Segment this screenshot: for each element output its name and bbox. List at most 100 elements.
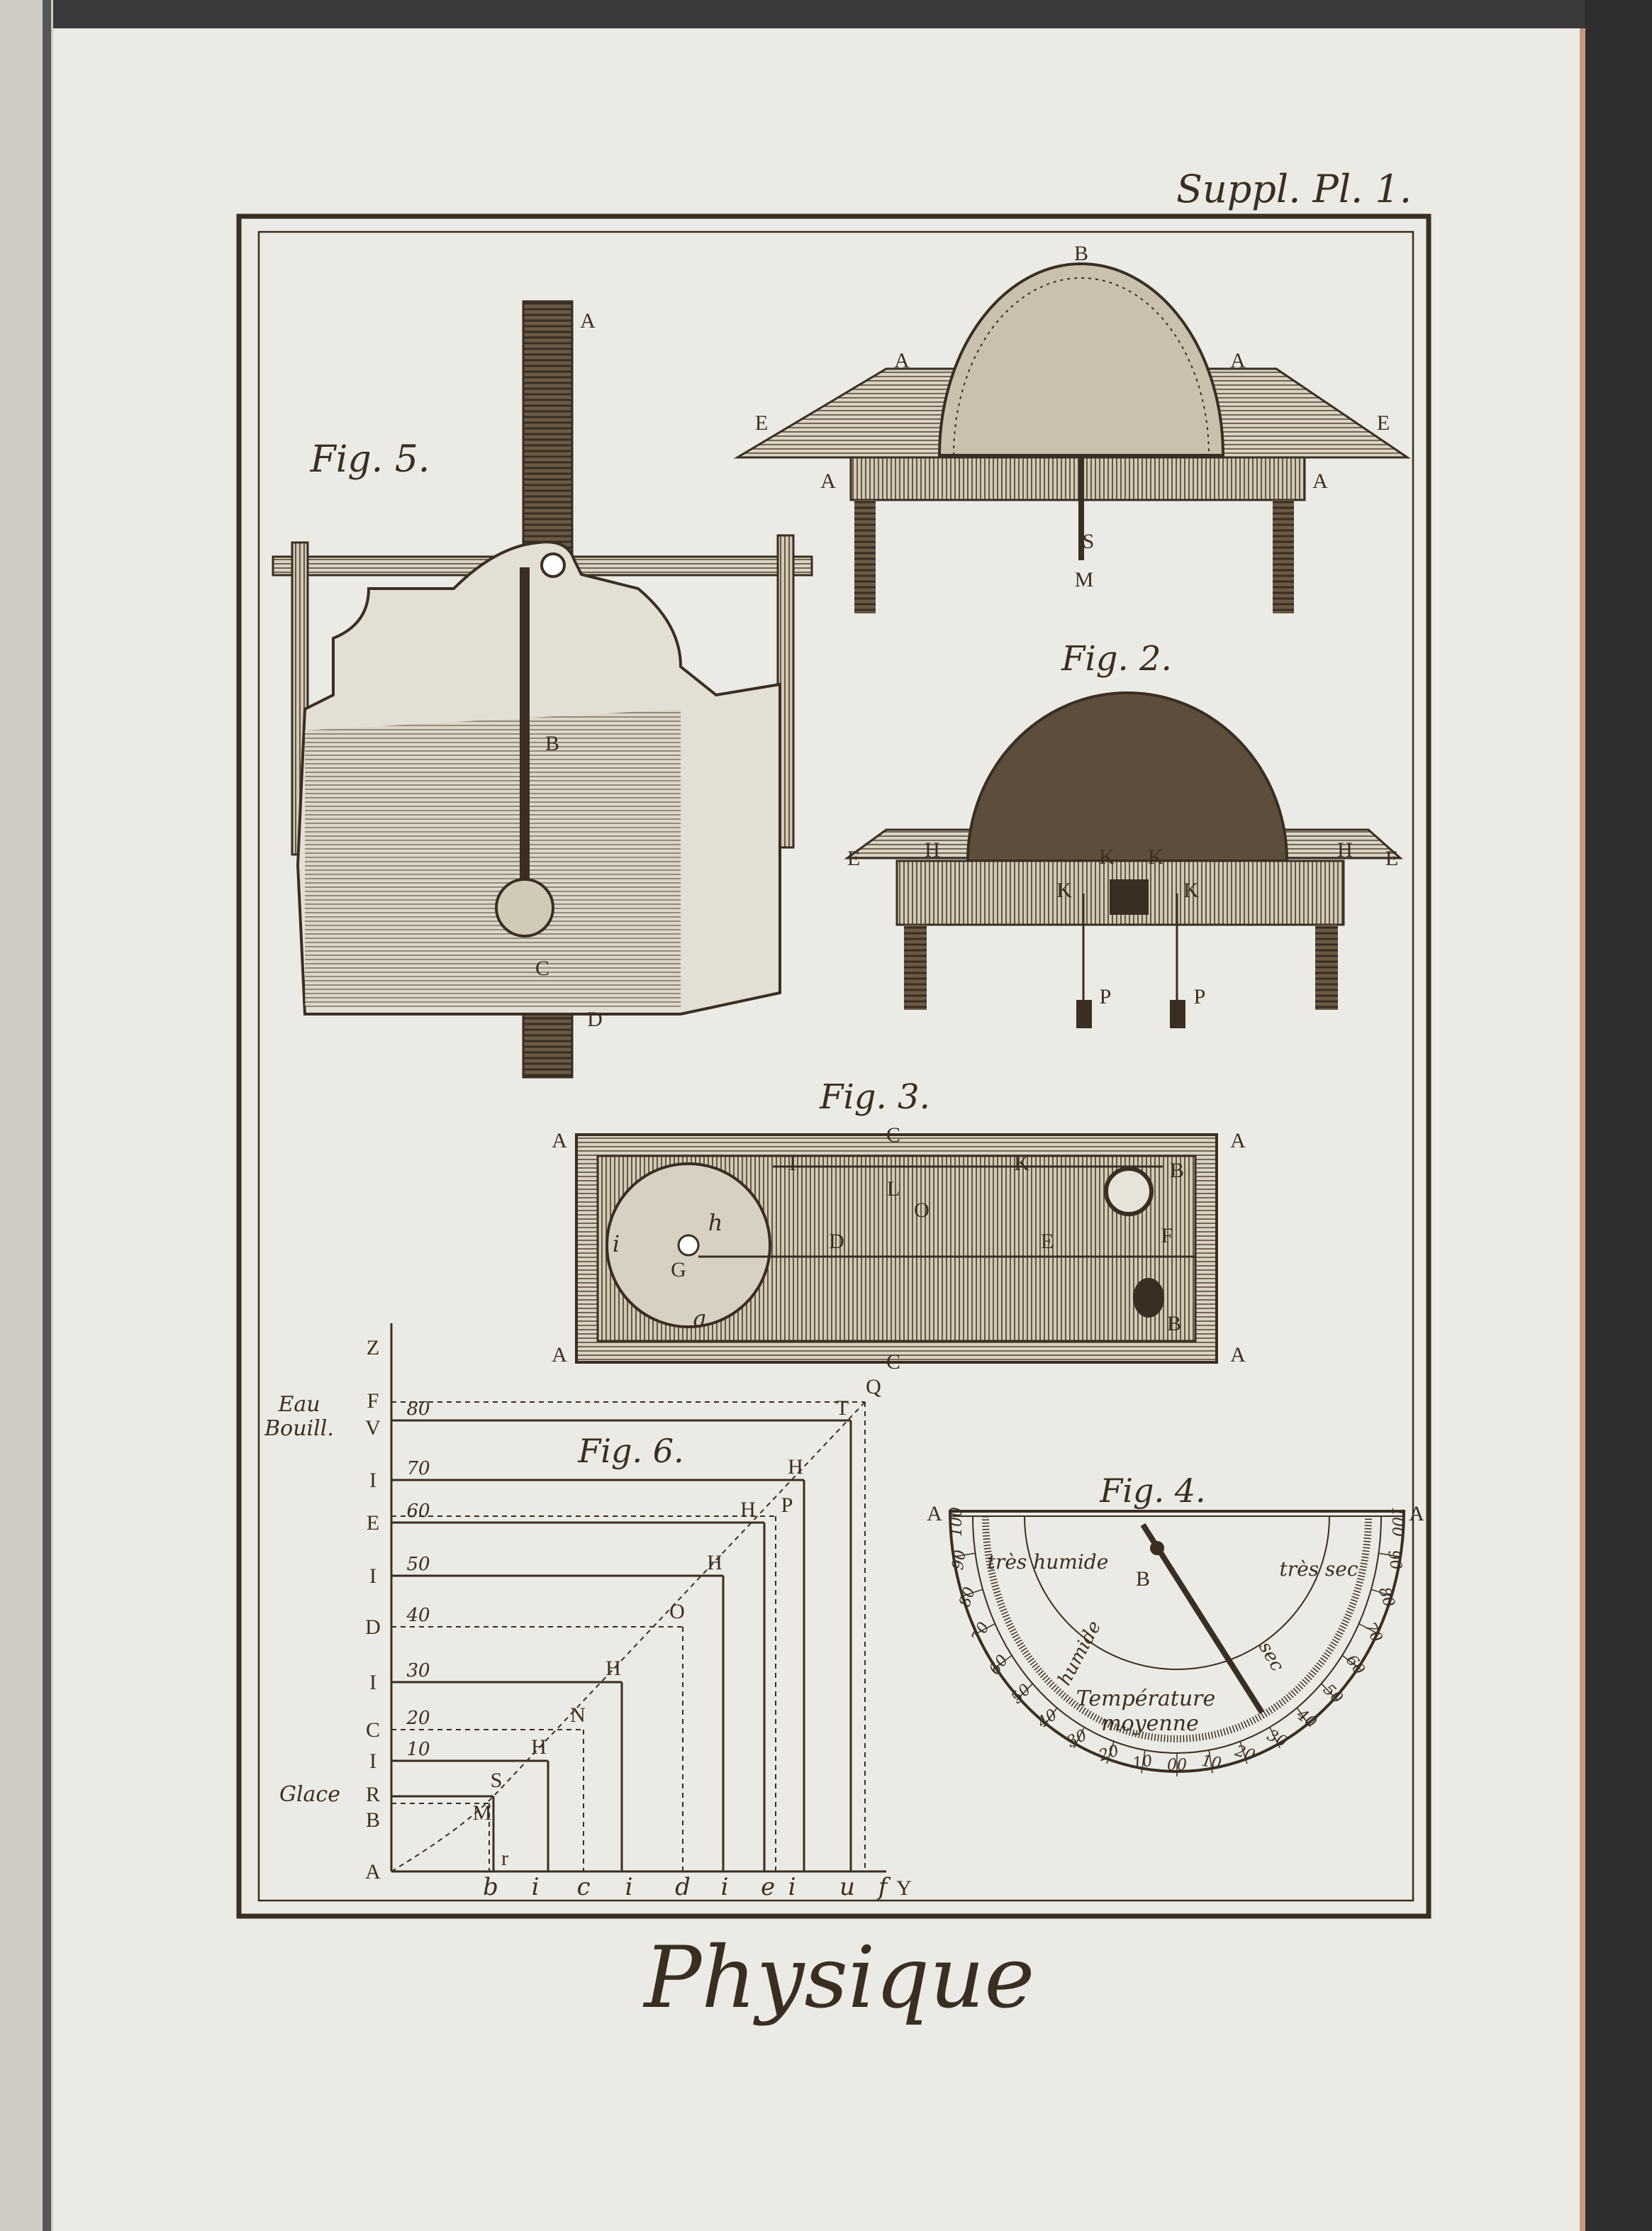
fig6-point-label: N bbox=[570, 1703, 586, 1727]
right-edge bbox=[1585, 0, 1652, 2231]
fig4-scale-tick bbox=[1106, 1741, 1115, 1764]
fig2-label-e: E bbox=[847, 847, 860, 870]
fig6-bottom-letter: b bbox=[483, 1873, 498, 1901]
fig6-degree: 50 bbox=[406, 1554, 430, 1575]
fig2-label-k: K bbox=[1148, 845, 1163, 869]
fig3-label-b: B bbox=[1170, 1159, 1184, 1182]
fig3-label-a: A bbox=[552, 1343, 567, 1367]
fig1-label-s: S bbox=[1083, 530, 1095, 553]
fig6-axis-letter: B bbox=[366, 1808, 380, 1832]
fig2-label-p: P bbox=[1194, 985, 1206, 1008]
fig3-label-d: D bbox=[829, 1230, 844, 1253]
fig6-point-label: M bbox=[473, 1801, 492, 1825]
fig6-bottom-letter: c bbox=[576, 1873, 590, 1901]
fig5-label-a: A bbox=[580, 309, 596, 333]
fig6-degree: 20 bbox=[406, 1708, 430, 1729]
fig6-axis-letter: R bbox=[366, 1783, 380, 1806]
fig3-label-a-lower: a bbox=[693, 1305, 706, 1332]
fig4-scale-tick bbox=[1321, 1683, 1338, 1701]
fig4-label-b: B bbox=[1136, 1567, 1150, 1591]
fig2-dome-apparatus: Fig. 2. E H K K K K H E P P bbox=[844, 639, 1403, 1028]
fig3-label-c: C bbox=[886, 1350, 900, 1374]
fig4-scale-tick bbox=[1073, 1727, 1085, 1749]
fig4-hygrometer-dial: Fig. 4. A A B très humide très sec humid… bbox=[927, 1471, 1424, 1776]
fig3-label-i-lower: i bbox=[613, 1230, 620, 1257]
fig4-caption: Fig. 4. bbox=[1099, 1471, 1205, 1510]
fig6-label-bouill: Bouill. bbox=[264, 1416, 334, 1441]
fig6-degree: 60 bbox=[406, 1501, 430, 1522]
fig4-scale-tick bbox=[1371, 1589, 1393, 1598]
fig6-label-glace: Glace bbox=[279, 1782, 340, 1807]
fig1-label-m: M bbox=[1075, 568, 1094, 591]
fig6-degree: 70 bbox=[406, 1458, 430, 1479]
fig6-bottom-letter: d bbox=[675, 1873, 691, 1901]
fig4-scale-tick bbox=[1296, 1707, 1311, 1728]
fig4-label-temperature: Température bbox=[1076, 1686, 1216, 1711]
gutter-line bbox=[43, 0, 51, 2231]
fig6-bottom-letter: u bbox=[839, 1873, 855, 1901]
fig3-label-a: A bbox=[552, 1129, 567, 1152]
fig3-label-a: A bbox=[1230, 1343, 1246, 1367]
fig6-caption: Fig. 6. bbox=[577, 1432, 683, 1470]
fig1-label-a: A bbox=[820, 469, 836, 493]
fig3-label-o: O bbox=[914, 1198, 930, 1222]
fig3-label-l: L bbox=[887, 1177, 900, 1201]
fig6-axis-letter: E bbox=[367, 1511, 379, 1535]
fig2-caption: Fig. 2. bbox=[1061, 639, 1172, 679]
fig6-point-label: r bbox=[501, 1847, 508, 1870]
fig6-bottom-letter: f bbox=[876, 1873, 891, 1901]
fig6-degree: 30 bbox=[406, 1660, 430, 1681]
fig3-label-g: G bbox=[671, 1258, 686, 1281]
fig6-axis-letter: V bbox=[365, 1416, 381, 1440]
fig4-scale-tick bbox=[1043, 1707, 1058, 1728]
fig4-scale-number: 100 bbox=[948, 1507, 966, 1537]
fig6-thermometer-diagram: Fig. 6. Eau Bouill. Glace ZFVIEIDICIRBA8… bbox=[264, 1323, 912, 1901]
fig6-bottom-letter: i bbox=[625, 1873, 633, 1901]
fig6-point-label: S bbox=[491, 1769, 503, 1792]
fig3-label-e: E bbox=[1041, 1230, 1054, 1253]
fig6-point-label: O bbox=[669, 1600, 685, 1623]
fig4-scale-number: 90 bbox=[1384, 1549, 1405, 1571]
fig3-label-i: I bbox=[789, 1152, 796, 1175]
fig6-point-label: P bbox=[781, 1493, 793, 1517]
fig6-axis-letter: Z bbox=[367, 1336, 379, 1359]
plate-title: Physique bbox=[643, 1929, 1035, 2027]
fig4-label-humide: humide bbox=[1054, 1618, 1106, 1689]
fig6-degree: 40 bbox=[406, 1605, 430, 1626]
fig3-label-n: N bbox=[1141, 1285, 1156, 1308]
fig4-scale-tick bbox=[993, 1654, 1012, 1670]
fig6-axis-letter: C bbox=[366, 1718, 380, 1742]
fig3-caption: Fig. 3. bbox=[819, 1077, 930, 1117]
fig6-point-label: H bbox=[531, 1735, 547, 1759]
plate-label: Suppl. Pl. 1. bbox=[1176, 167, 1412, 211]
fig1-label-a: A bbox=[894, 349, 910, 372]
fig6-degree: 10 bbox=[406, 1739, 430, 1760]
fig4-scale-number: 90 bbox=[949, 1549, 970, 1571]
fig6-axis-letter: D bbox=[365, 1615, 381, 1639]
top-edge bbox=[0, 0, 1652, 28]
fig4-scale-number: 50 bbox=[1319, 1681, 1346, 1707]
fig3-label-b: B bbox=[1167, 1312, 1181, 1335]
fig4-scale-number: 100 bbox=[1388, 1507, 1406, 1537]
fig4-scale-tick bbox=[952, 1552, 976, 1558]
fig1-label-a: A bbox=[1312, 469, 1328, 493]
fig2-label-e: E bbox=[1385, 847, 1398, 870]
page-edge-tint bbox=[1580, 28, 1585, 2231]
fig4-scale-tick bbox=[1269, 1727, 1280, 1749]
fig4-scale-tick bbox=[1378, 1552, 1402, 1558]
fig1-label-b: B bbox=[1074, 242, 1088, 265]
fig4-label-sec: sec bbox=[1254, 1638, 1288, 1676]
fig2-label-h: H bbox=[925, 838, 940, 862]
fig6-axis-letter: I bbox=[369, 1469, 376, 1492]
fig6-point-label: H bbox=[707, 1551, 722, 1574]
fig6-axis-letter: I bbox=[369, 1671, 376, 1694]
fig4-label-tres-sec: très sec bbox=[1279, 1557, 1358, 1581]
fig3-label-f: F bbox=[1161, 1224, 1173, 1247]
fig6-label-eau: Eau bbox=[277, 1392, 320, 1417]
fig4-label-moyenne: moyenne bbox=[1101, 1711, 1199, 1736]
fig2-label-k: K bbox=[1056, 879, 1072, 902]
fig3-label-k: K bbox=[1014, 1152, 1029, 1175]
fig6-point-label: T bbox=[836, 1396, 849, 1420]
fig6-bottom-letter: i bbox=[788, 1873, 796, 1901]
